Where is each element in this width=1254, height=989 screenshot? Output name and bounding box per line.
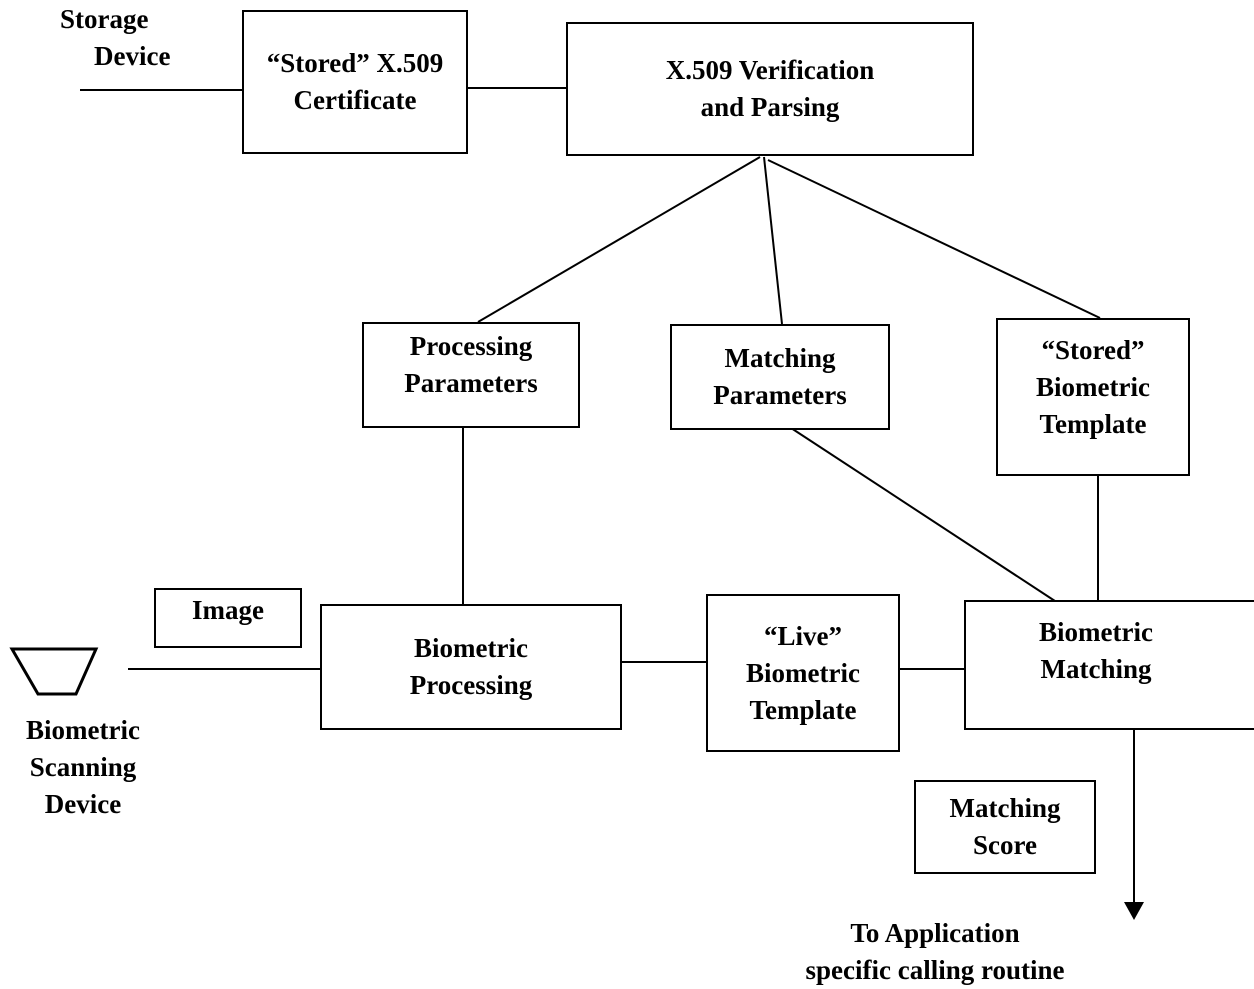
storage-device-label: Storage Device bbox=[60, 4, 171, 71]
processing-parameters-box: Processing Parameters bbox=[362, 322, 580, 428]
scanning-device-label: Biometric Scanning Device bbox=[26, 715, 140, 819]
scanner-icon bbox=[9, 647, 99, 696]
biometric-processing-box: Biometric Processing bbox=[320, 604, 622, 730]
matching-params-to-matching-line bbox=[787, 425, 1059, 604]
verification-to-matching-params-line bbox=[763, 156, 783, 325]
verification-parsing-box: X.509 Verification and Parsing bbox=[566, 22, 974, 156]
image-box: Image bbox=[154, 588, 302, 648]
output-arrowhead bbox=[1124, 902, 1144, 920]
biometric-matching-box: Biometric Matching bbox=[964, 600, 1254, 730]
stored-certificate-box: “Stored” X.509 Certificate bbox=[242, 10, 468, 154]
verification-to-processing-params-line bbox=[477, 156, 761, 323]
live-template-box: “Live” Biometric Template bbox=[706, 594, 900, 752]
to-application-label: To Application specific calling routine bbox=[805, 918, 1065, 985]
matching-score-box: Matching Score bbox=[914, 780, 1096, 874]
matching-parameters-box: Matching Parameters bbox=[670, 324, 890, 430]
verification-to-stored-template-line bbox=[767, 159, 1101, 319]
stored-template-box: “Stored” Biometric Template bbox=[996, 318, 1190, 476]
